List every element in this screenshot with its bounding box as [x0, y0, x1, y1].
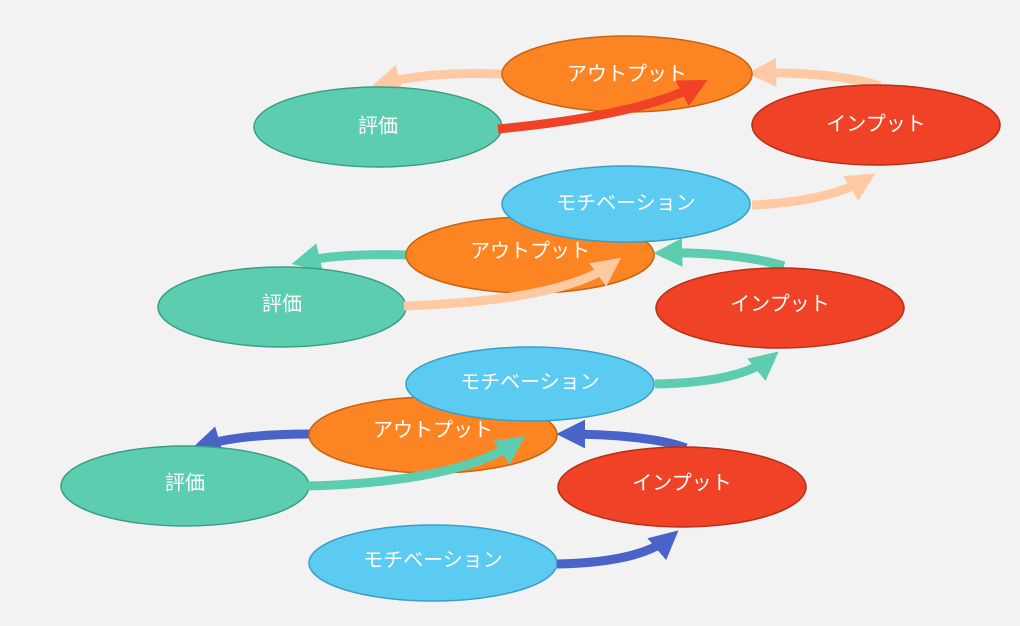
- motivation-label-middle: モチベーション: [460, 370, 600, 394]
- input-label-middle: インプット: [730, 292, 829, 316]
- arrow-bottom-input-to-output: [556, 419, 688, 453]
- arrow-top-input-to-output: [747, 58, 882, 91]
- arrow-bottom-output-to-evaluation: [191, 426, 311, 455]
- input-label-top: インプット: [826, 112, 925, 136]
- input-node-top: [751, 84, 1001, 166]
- arrow-mid-evaluation-to-next: [403, 257, 621, 311]
- arrow-lower-motivation-to-middle-input: [654, 351, 779, 389]
- arrow-mid-motivation-to-top-input: [751, 173, 876, 210]
- motivation-label-upper: モチベーション: [556, 191, 696, 215]
- motivation-node-middle: [405, 346, 655, 422]
- arrow-bottom-evaluation-to-next: [307, 436, 526, 491]
- evaluation-label-bottom: 評価: [165, 471, 205, 495]
- arrow-lower-motivation-to-bottom-input: [556, 530, 679, 569]
- input-node-bottom: [557, 446, 807, 528]
- evaluation-label-top: 評価: [358, 114, 398, 138]
- output-label-bottom: アウトプット: [373, 418, 493, 442]
- arrow-mid-output-to-evaluation: [291, 243, 409, 272]
- motivation-label-bottom: モチベーション: [363, 548, 503, 572]
- output-label-middle: アウトプット: [470, 239, 590, 263]
- output-label-top: アウトプット: [567, 62, 687, 86]
- arrow-top-evaluation-to-next: [497, 80, 708, 134]
- input-label-bottom: インプット: [632, 471, 731, 495]
- arrow-mid-input-to-output: [653, 238, 786, 271]
- arrow-top-output-to-evaluation: [371, 64, 503, 93]
- input-node-middle: [655, 267, 905, 349]
- motivation-node-upper: [501, 165, 751, 243]
- evaluation-label-middle: 評価: [262, 292, 302, 316]
